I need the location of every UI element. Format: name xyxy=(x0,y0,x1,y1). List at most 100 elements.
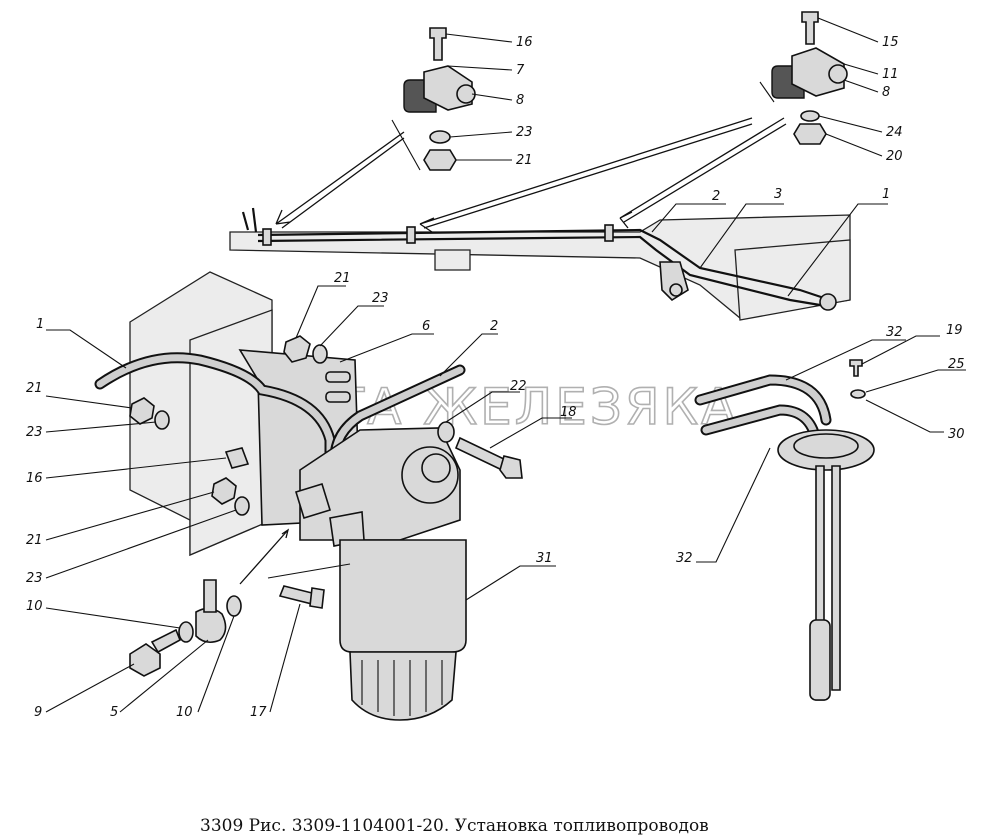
detail-arrow-right-2 xyxy=(619,117,787,229)
callout-32-top: 32 xyxy=(886,325,903,340)
rail-clamp-right xyxy=(604,224,614,242)
rail-clamp-middle xyxy=(406,226,416,244)
leader-23-mid xyxy=(319,305,384,347)
leader-10-bottom xyxy=(197,615,235,713)
callout-3: 3 xyxy=(774,187,782,202)
washer-23-left xyxy=(154,410,170,430)
bolt-17-dash-guide xyxy=(267,563,351,579)
detail-arrow-right-1 xyxy=(419,117,753,233)
clamp-detail-right xyxy=(771,11,848,145)
callout-22: 22 xyxy=(510,379,527,394)
screw-19 xyxy=(849,359,863,377)
callout-8-left: 8 xyxy=(516,93,524,108)
leader-15 xyxy=(817,17,879,43)
frame-crossmember xyxy=(434,249,471,271)
fuel-filter-31-bowl xyxy=(339,539,467,653)
leader-22 xyxy=(445,391,520,423)
leader-17 xyxy=(269,603,301,713)
callout-11: 11 xyxy=(882,67,899,82)
break-mark-right xyxy=(759,81,775,103)
filter-mount-assembly xyxy=(94,271,523,721)
leader-25 xyxy=(865,369,966,393)
callout-7: 7 xyxy=(516,63,525,78)
leader-23-left xyxy=(45,421,157,433)
leader-10-left xyxy=(45,607,181,629)
leader-2-mid xyxy=(439,333,498,377)
leader-31 xyxy=(465,565,556,601)
detail-arrow-left xyxy=(275,131,405,229)
leader-23-low xyxy=(45,509,237,579)
pickup-tube-right xyxy=(831,465,841,691)
leader-11 xyxy=(843,63,879,75)
callout-19: 19 xyxy=(946,323,963,338)
fuel-pipe-1-rail-end xyxy=(241,207,258,233)
clamp-detail-left xyxy=(403,27,476,171)
plate-slot-upper xyxy=(325,371,351,383)
callout-21-left: 21 xyxy=(26,381,43,396)
banjo-fitting-5 xyxy=(195,607,227,644)
leader-23-top xyxy=(449,131,513,138)
filter-head-fitting-left xyxy=(295,483,331,519)
callout-5: 5 xyxy=(110,705,118,720)
washer-22 xyxy=(437,421,455,443)
leader-24 xyxy=(818,115,883,133)
callout-20: 20 xyxy=(886,149,903,164)
fuel-pickup-assembly xyxy=(694,359,875,701)
rail-clamp-left xyxy=(262,228,272,246)
callout-24: 24 xyxy=(886,125,903,140)
bolt-18-head xyxy=(499,455,523,479)
callout-23-mid: 23 xyxy=(372,291,389,306)
nut-21-low xyxy=(211,477,237,505)
leader-6 xyxy=(339,333,434,363)
fuel-pipe-1-bent-inner xyxy=(96,354,334,504)
leader-21-low xyxy=(45,491,215,541)
callout-17: 17 xyxy=(250,705,267,720)
pickup-flange-30-inner xyxy=(793,433,859,459)
callout-23-top: 23 xyxy=(516,125,533,140)
callout-2-mid: 2 xyxy=(490,319,498,334)
bolt-16-top xyxy=(429,27,447,61)
banjo-bolt-9 xyxy=(129,643,161,677)
leader-7 xyxy=(447,65,513,71)
leader-2-upper xyxy=(651,203,726,233)
nut-21-left xyxy=(129,397,155,425)
pickup-strainer xyxy=(809,619,831,701)
bolt-15-top xyxy=(801,11,819,45)
leader-30 xyxy=(865,399,944,433)
leader-1-upper xyxy=(787,203,888,297)
leader-9 xyxy=(45,663,135,713)
nut-21-mid xyxy=(283,335,311,363)
clamp-11-bore-right xyxy=(828,64,848,84)
break-mark-left xyxy=(391,119,421,171)
callout-30: 30 xyxy=(948,427,965,442)
rail-bracket-bolt xyxy=(669,283,683,297)
callout-21-mid: 21 xyxy=(334,271,351,286)
callout-16-left: 16 xyxy=(26,471,43,486)
nut-21-top xyxy=(423,149,457,171)
callout-labels: 16 7 8 23 21 15 11 8 24 20 2 3 1 21 23 6… xyxy=(26,35,965,720)
washer-23-top xyxy=(429,130,451,144)
filter-sump-ribs xyxy=(361,660,443,716)
callout-21-top: 21 xyxy=(516,153,533,168)
callout-32-bottom: 32 xyxy=(676,551,693,566)
leader-5 xyxy=(119,639,209,713)
fuel-pipe-2-rail xyxy=(257,228,831,302)
leader-21-mid xyxy=(295,285,346,339)
callout-21-low: 21 xyxy=(26,533,43,548)
nut-20-top xyxy=(793,123,827,145)
sealing-washer-10-right xyxy=(226,595,242,617)
callout-23-low: 23 xyxy=(26,571,43,586)
banjo-to-filter-arrow xyxy=(239,528,290,585)
washer-23-low xyxy=(234,496,250,516)
callout-2-upper: 2 xyxy=(712,189,720,204)
sealing-washer-10-left xyxy=(178,621,194,643)
filter-head-cap-inner xyxy=(421,453,451,483)
washer-25 xyxy=(850,389,866,399)
bolt-17-head xyxy=(309,587,325,609)
plate-slot-lower xyxy=(325,391,351,403)
callout-10-bottom: 10 xyxy=(176,705,193,720)
leader-18 xyxy=(489,417,572,449)
leader-19 xyxy=(861,335,940,365)
rail-rear-fitting xyxy=(819,293,837,311)
figure-caption: 3309 Рис. 3309-1104001-20. Установка топ… xyxy=(200,816,709,836)
